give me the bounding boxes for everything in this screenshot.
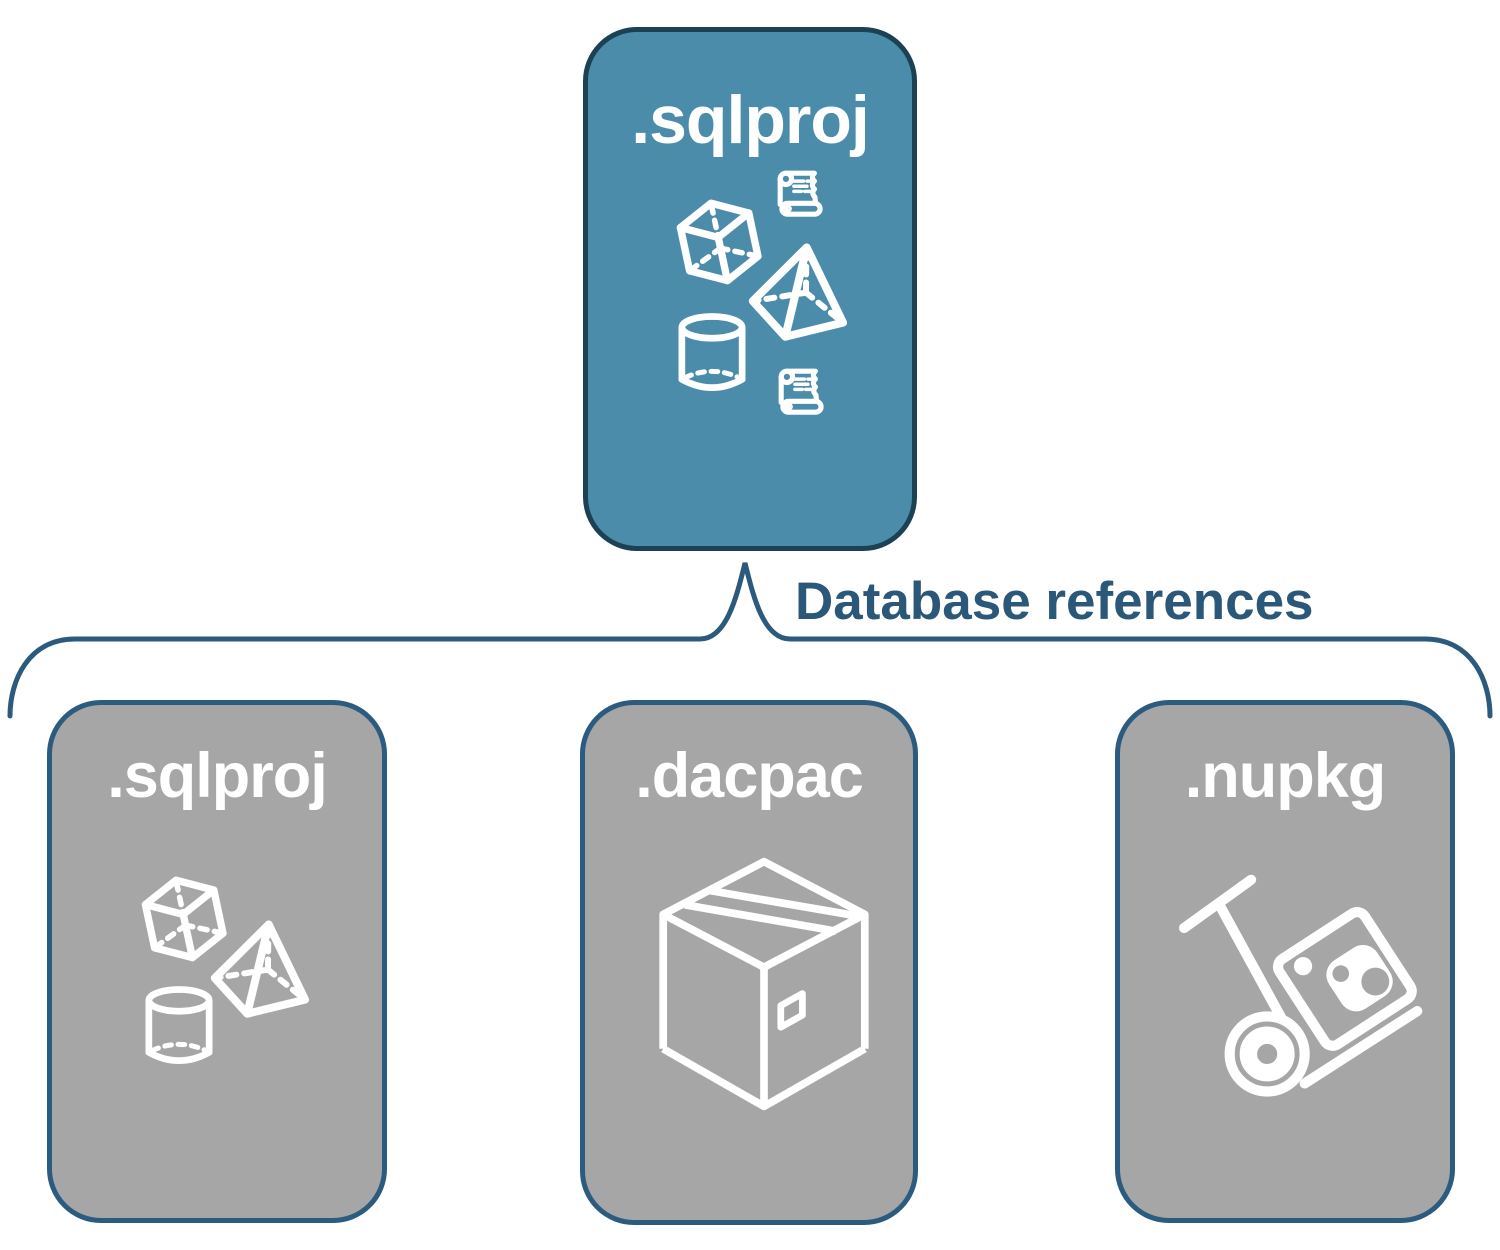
child-nupkg-box: .nupkg bbox=[1115, 700, 1455, 1223]
child-dacpac-box: .dacpac bbox=[580, 700, 918, 1225]
child-sqlproj-box: .sqlproj bbox=[47, 700, 387, 1223]
child-box-label: .sqlproj bbox=[107, 741, 328, 811]
nuget-handtruck-icon bbox=[1168, 853, 1436, 1129]
scroll-icon bbox=[771, 366, 829, 423]
child-box-label: .dacpac bbox=[635, 741, 864, 811]
scroll-icon bbox=[770, 168, 828, 225]
cylinder-icon bbox=[143, 986, 215, 1070]
connector-label: Database references bbox=[795, 572, 1314, 631]
pyramid-icon bbox=[210, 919, 314, 1019]
package-box-icon bbox=[644, 842, 884, 1126]
pyramid-icon bbox=[748, 242, 852, 342]
cylinder-icon bbox=[676, 313, 748, 397]
root-sqlproj-box: .sqlproj bbox=[583, 27, 917, 551]
child-box-label: .nupkg bbox=[1184, 741, 1386, 811]
brace-connector bbox=[7, 562, 1493, 719]
root-box-label: .sqlproj bbox=[631, 82, 870, 158]
